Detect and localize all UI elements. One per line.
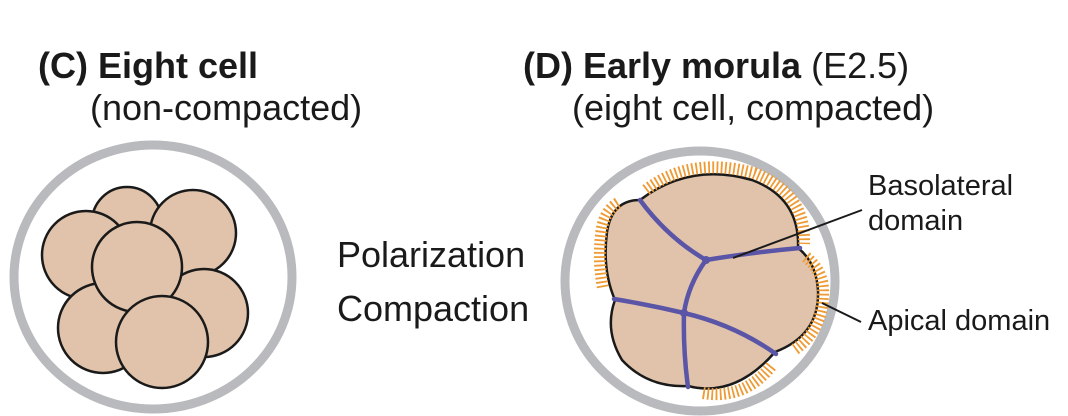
- basolateral-junction: [702, 256, 710, 264]
- panel-d-title: (D)Early morula(E2.5): [523, 45, 909, 86]
- basolateral-contact: [611, 296, 687, 316]
- basolateral-label-line1: Basolateral: [868, 170, 1013, 202]
- panel-d-stage: (E2.5): [811, 45, 909, 86]
- basolateral-junction: [680, 309, 688, 317]
- transition-labels: Polarization Compaction: [337, 234, 529, 329]
- basolateral-label-line2: domain: [868, 205, 963, 237]
- basolateral-contact: [681, 310, 779, 357]
- panel-d-subtitle: (eight cell, compacted): [572, 87, 934, 128]
- panel-c-heading: Eight cell: [98, 45, 258, 86]
- panel-d-label: (D): [523, 45, 573, 86]
- basolateral-contact: [681, 257, 709, 316]
- apical-fringe-right: [790, 252, 830, 355]
- apical-label: Apical domain: [868, 305, 1050, 337]
- apical-fringe-left: [593, 197, 622, 290]
- basolateral-domain: [611, 197, 803, 390]
- basolateral-contact: [681, 310, 691, 390]
- apical-pointer: [821, 302, 862, 323]
- apical-fringe-top: [642, 161, 811, 245]
- basolateral-label: Basolateral domain: [868, 170, 1021, 237]
- morula-body: [604, 172, 820, 390]
- basolateral-contact: [637, 197, 709, 263]
- panel-c: (C)Eight cell (non-compacted): [9, 45, 362, 414]
- compaction-label: Compaction: [337, 288, 529, 329]
- blastomeres-c: [40, 185, 250, 390]
- panel-d: (D)Early morula(E2.5) (eight cell, compa…: [523, 45, 1050, 416]
- basolateral-pointer: [732, 209, 863, 259]
- panel-d-heading: Early morula: [583, 45, 802, 86]
- apical-domain: [593, 161, 830, 401]
- cell: [114, 294, 210, 390]
- apical-fringe-bottom: [702, 361, 777, 401]
- polarization-label: Polarization: [337, 234, 525, 275]
- panel-c-subtitle: (non-compacted): [90, 87, 362, 128]
- panel-c-label: (C): [38, 45, 88, 86]
- panel-c-title: (C)Eight cell: [38, 45, 258, 86]
- basolateral-contact: [703, 245, 803, 263]
